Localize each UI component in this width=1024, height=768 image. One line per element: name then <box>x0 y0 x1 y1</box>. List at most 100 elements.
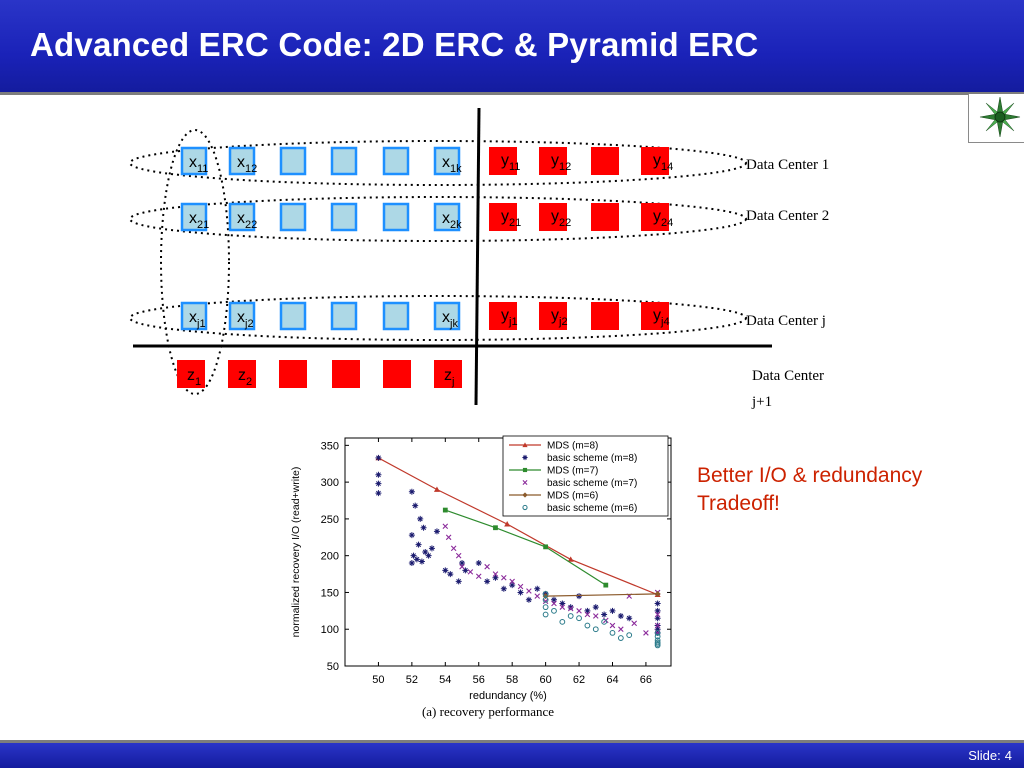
parity-block <box>539 302 567 330</box>
parity-block <box>489 302 517 330</box>
z-block-label: z2 <box>238 367 252 388</box>
legend-box <box>502 435 669 517</box>
data-point <box>643 630 649 636</box>
parity-block <box>539 147 567 175</box>
data-point <box>492 571 499 577</box>
data-point <box>626 615 633 622</box>
data-point <box>525 596 532 603</box>
data-block-label: x11 <box>189 154 208 175</box>
data-point <box>418 558 425 565</box>
data-block <box>279 146 307 176</box>
data-center-1-label: Data Center 1 <box>746 157 830 173</box>
data-point <box>442 523 449 530</box>
y-tick-label: 150 <box>321 587 339 599</box>
data-block <box>382 146 410 176</box>
z-parity-block <box>383 360 411 388</box>
data-point <box>375 490 382 497</box>
data-point <box>654 611 661 618</box>
data-block <box>382 202 410 232</box>
slide-number: Slide:4 <box>964 748 1012 763</box>
data-point <box>442 507 448 513</box>
z-parity-block <box>332 360 360 388</box>
series-line <box>445 509 607 586</box>
data-point <box>654 622 661 629</box>
data-point <box>375 480 382 487</box>
parity-block <box>489 147 517 175</box>
data-point <box>592 604 599 611</box>
data-point <box>617 635 624 641</box>
data-point <box>462 567 469 574</box>
data-point <box>576 608 582 614</box>
data-point <box>654 615 661 622</box>
data-point <box>408 560 415 567</box>
data-block-label: x21 <box>189 210 209 231</box>
data-point <box>542 604 549 611</box>
data-center-2-label: Data Center 2 <box>746 208 830 224</box>
series-5 <box>542 591 661 649</box>
y-tick-label: 100 <box>321 624 339 636</box>
parity-block-label: y22 <box>551 208 571 229</box>
data-point <box>559 600 566 607</box>
data-point <box>654 607 661 614</box>
data-point <box>609 630 616 636</box>
legend-entry: basic scheme (m=6) <box>547 503 637 514</box>
y-axis-label: normalized recovery I/O (read+write) <box>290 467 302 638</box>
series-2 <box>442 507 609 588</box>
y-tick-label: 50 <box>327 661 339 673</box>
data-point <box>522 442 528 448</box>
data-point <box>618 626 624 633</box>
parity-block-label: y12 <box>551 152 571 173</box>
data-point <box>534 585 541 592</box>
data-point <box>417 515 424 522</box>
compass-logo-icon <box>979 96 1021 138</box>
data-point <box>522 492 528 498</box>
x-tick-label: 56 <box>473 674 485 686</box>
x-axis-label: redundancy (%) <box>469 690 547 702</box>
data-point <box>526 588 532 594</box>
data-point <box>654 590 661 597</box>
parity-block-label: y21 <box>501 208 521 229</box>
data-point <box>567 613 574 619</box>
data-block-label: xj1 <box>189 309 206 330</box>
series-1 <box>375 454 661 636</box>
data-point <box>509 582 516 589</box>
row-j-group-ellipse <box>129 295 747 341</box>
data-point <box>522 504 528 511</box>
data-point <box>551 600 557 607</box>
data-point <box>542 596 549 603</box>
parity-block-label: yj4 <box>653 307 670 328</box>
data-point <box>609 607 616 614</box>
data-point <box>567 604 574 611</box>
data-point <box>408 488 415 495</box>
chart-legend: MDS (m=8)basic scheme (m=8)MDS (m=7)basi… <box>502 435 669 517</box>
data-point <box>617 612 624 619</box>
data-point <box>567 556 574 562</box>
z-parity-block <box>279 360 307 388</box>
data-block <box>433 146 461 176</box>
parity-block <box>591 147 619 175</box>
data-block-label: xj2 <box>237 309 254 330</box>
data-point <box>484 563 490 570</box>
slide-footer <box>0 743 1024 768</box>
row-1-group-ellipse <box>129 140 747 186</box>
data-point <box>654 630 661 636</box>
data-block <box>228 301 256 331</box>
parity-block <box>489 203 517 231</box>
legend-entry: basic scheme (m=7) <box>547 478 637 489</box>
data-point <box>475 560 482 567</box>
data-point <box>459 563 465 570</box>
data-point <box>493 525 498 531</box>
x-tick-label: 54 <box>439 674 451 686</box>
data-point <box>450 545 457 552</box>
footer-divider <box>0 740 1024 743</box>
data-block <box>180 301 208 331</box>
y-tick-label: 350 <box>321 440 339 452</box>
z-parity-block <box>434 360 462 388</box>
data-point <box>567 605 574 612</box>
z-parity-block <box>177 360 205 388</box>
data-point <box>500 585 507 592</box>
data-point <box>576 593 583 600</box>
data-block <box>228 146 256 176</box>
